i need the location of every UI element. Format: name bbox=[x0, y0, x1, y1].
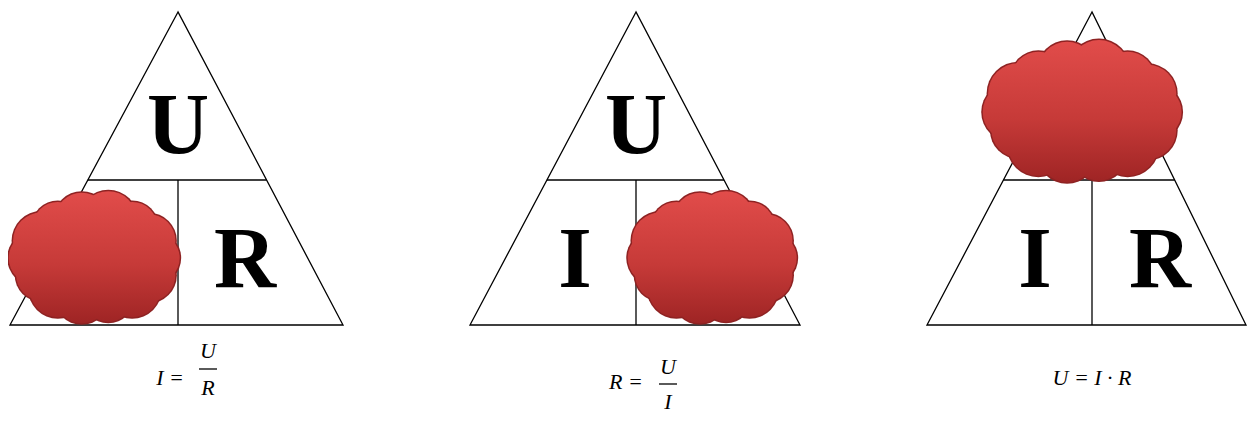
formula-text: U bbox=[200, 340, 216, 362]
ohm-triangle: UI bbox=[466, 8, 806, 328]
quantity-letter: U bbox=[605, 81, 667, 167]
quantity-letter: R bbox=[214, 215, 276, 301]
formula-text: R = bbox=[609, 371, 643, 393]
quantity-letter: I bbox=[558, 215, 591, 301]
fraction-bar bbox=[659, 383, 677, 384]
formula-text: U = I · R bbox=[1053, 367, 1132, 389]
quantity-letter: U bbox=[147, 81, 209, 167]
formula-text: I bbox=[664, 391, 671, 413]
formula-text: U bbox=[660, 356, 676, 378]
triangle-outline bbox=[8, 8, 348, 328]
quantity-letter: R bbox=[1129, 215, 1191, 301]
ohm-triangle: UR bbox=[8, 8, 348, 328]
fraction-bar bbox=[199, 368, 217, 369]
red-cloud bbox=[981, 39, 1183, 184]
formula-text: R bbox=[201, 377, 214, 399]
red-cloud bbox=[8, 190, 181, 325]
quantity-letter: I bbox=[1018, 215, 1051, 301]
formula-text: I = bbox=[156, 367, 184, 389]
triangle-outline bbox=[922, 8, 1250, 328]
red-cloud bbox=[626, 190, 798, 325]
triangle-outline bbox=[466, 8, 806, 328]
ohm-triangle: IR bbox=[922, 8, 1250, 328]
